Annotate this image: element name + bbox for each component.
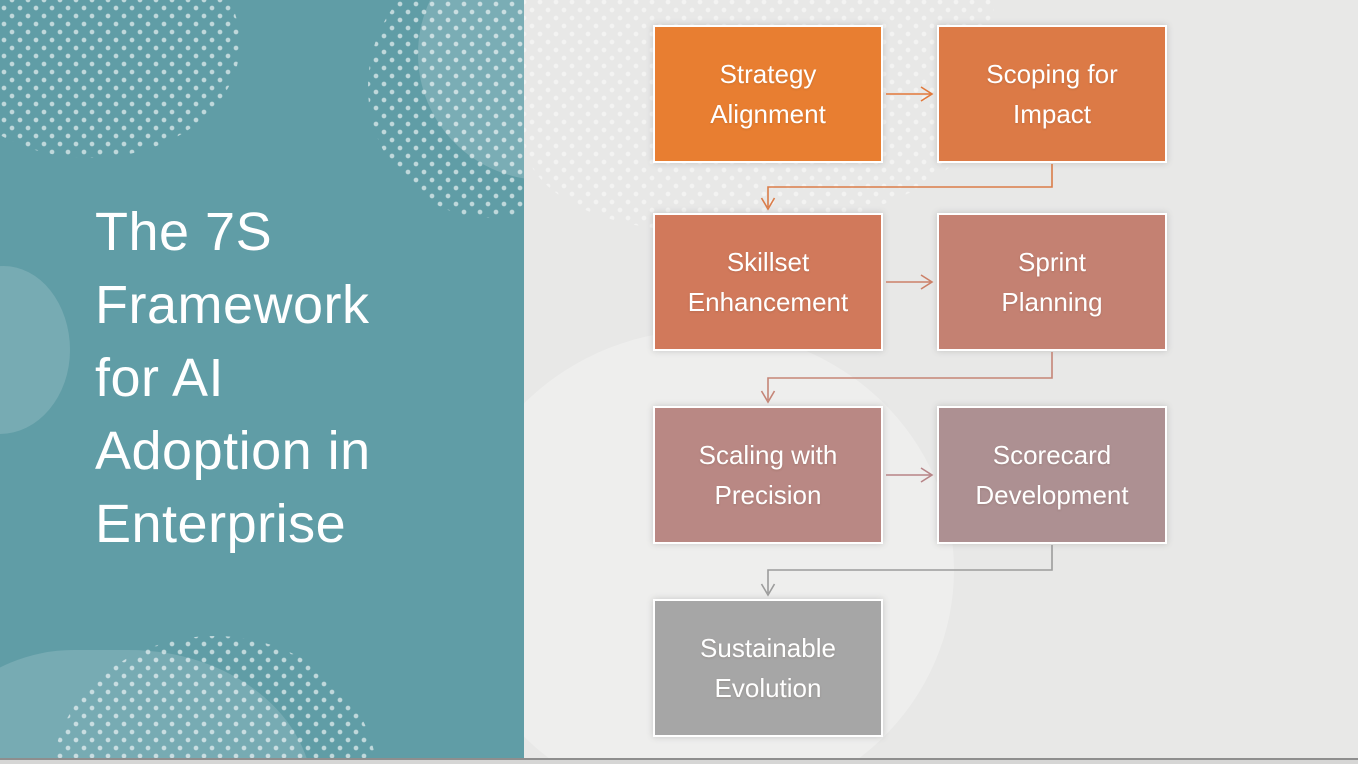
box-label-line: Evolution [714, 673, 822, 703]
box-label-line: Skillset [726, 247, 810, 277]
box-label-line: Precision [714, 480, 822, 510]
title-line: The 7S [95, 202, 273, 262]
slide-title: The 7S Framework for AI Adoption in Ente… [95, 196, 495, 561]
flow-box-scorecard-development: Scorecard Development [937, 406, 1167, 544]
bottom-margin-strip [0, 760, 1358, 764]
box-label-line: Scorecard [992, 440, 1112, 470]
box-label-line: Enhancement [687, 287, 849, 317]
title-line: Framework [95, 275, 370, 335]
box-label-line: Planning [1001, 287, 1103, 317]
title-line: Adoption in [95, 421, 371, 481]
flow-box-scoping-for-impact: Scoping for Impact [937, 25, 1167, 163]
box-label-line: Scaling with [698, 440, 838, 470]
flow-box-sustainable-evolution: Sustainable Evolution [653, 599, 883, 737]
flow-box-scaling-with-precision: Scaling with Precision [653, 406, 883, 544]
title-line: Enterprise [95, 494, 347, 554]
box-label-line: Sprint [1018, 247, 1086, 277]
flow-box-sprint-planning: Sprint Planning [937, 213, 1167, 351]
dot-pattern-top-left [0, 0, 240, 158]
flow-box-strategy-alignment: Strategy Alignment [653, 25, 883, 163]
box-label-line: Alignment [710, 99, 826, 129]
box-label-line: Sustainable [700, 633, 836, 663]
title-panel: The 7S Framework for AI Adoption in Ente… [0, 0, 524, 758]
box-label-line: Scoping for [986, 59, 1118, 89]
flow-box-skillset-enhancement: Skillset Enhancement [653, 213, 883, 351]
box-label-line: Impact [1012, 99, 1092, 129]
box-label-line: Development [975, 480, 1129, 510]
bottom-border-line [0, 758, 1358, 760]
dot-pattern-top-right [368, 0, 524, 218]
box-label-line: Strategy [719, 59, 817, 89]
blob-left-middle [0, 266, 70, 434]
title-line: for AI [95, 348, 225, 408]
